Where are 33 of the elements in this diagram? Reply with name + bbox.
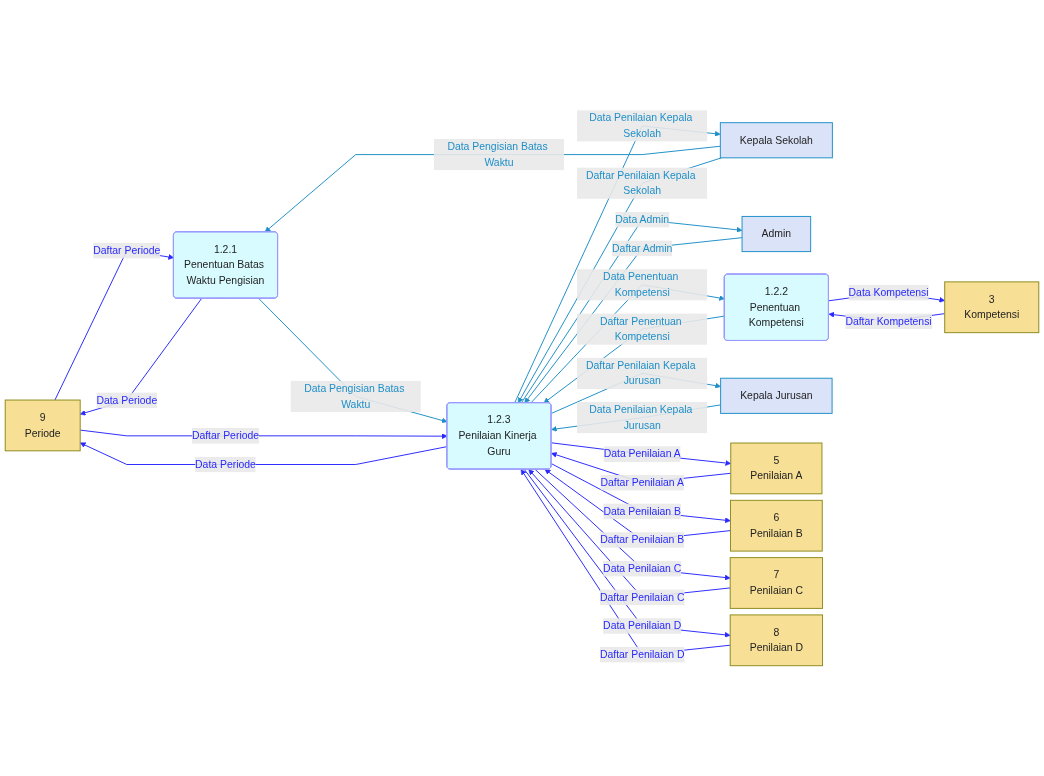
node-box: 7 Penilaian C: [729, 557, 823, 609]
edge-label: Daftar Penilaian C: [599, 591, 685, 603]
edge-label: Data Penilaian Kepala Jurusan: [589, 403, 693, 431]
edge-label: Data Penentuan Kompetensi: [603, 271, 679, 298]
edge-label: Daftar Periode: [93, 244, 161, 256]
edge-label: Data Penilaian B: [603, 505, 681, 517]
edge-label: Daftar Penilaian Kepala Sekolah: [586, 169, 696, 197]
edge-label: Daftar Penilaian D: [599, 648, 685, 660]
edge-label: Data Admin: [615, 213, 670, 225]
edge-label: Daftar Admin: [612, 242, 673, 254]
node-box: Admin: [741, 215, 812, 253]
edge-label: Daftar Penentuan Kompetensi: [599, 315, 682, 343]
edge-label: Data Penilaian C: [603, 562, 682, 574]
edge-label: Data Pengisian Batas Waktu: [447, 140, 548, 168]
node-box: 5 Penilaian A: [730, 442, 823, 495]
node-box: Kepala Sekolah: [719, 122, 833, 159]
edge-label: Daftar Periode: [191, 430, 260, 442]
node-box: Kepala Jurusan: [720, 377, 833, 414]
node-box: 8 Penilaian D: [729, 614, 823, 667]
edge-label: Daftar Penilaian B: [600, 534, 685, 546]
edge-label: Data Penilaian A: [603, 448, 681, 460]
node-box: 3 Kompetensi: [944, 281, 1040, 334]
edge-label: Data Penilaian D: [603, 620, 682, 632]
edge-label: Data Periode: [195, 458, 256, 470]
edge-label: Daftar Penilaian A: [600, 476, 684, 488]
edge-label: Data Penilaian Kepala Sekolah: [589, 112, 693, 139]
edge-label: Daftar Kompetensi: [845, 315, 932, 327]
edge-label: Data Kompetensi: [848, 286, 929, 298]
edge-label: Daftar Penilaian Kepala Jurusan: [586, 359, 696, 387]
node-box: 6 Penilaian B: [730, 499, 823, 552]
edge-label: Data Periode: [96, 394, 158, 406]
edge-label: Data Pengisian Batas Waktu: [304, 382, 405, 410]
node-box: 9 Periode: [4, 399, 81, 452]
